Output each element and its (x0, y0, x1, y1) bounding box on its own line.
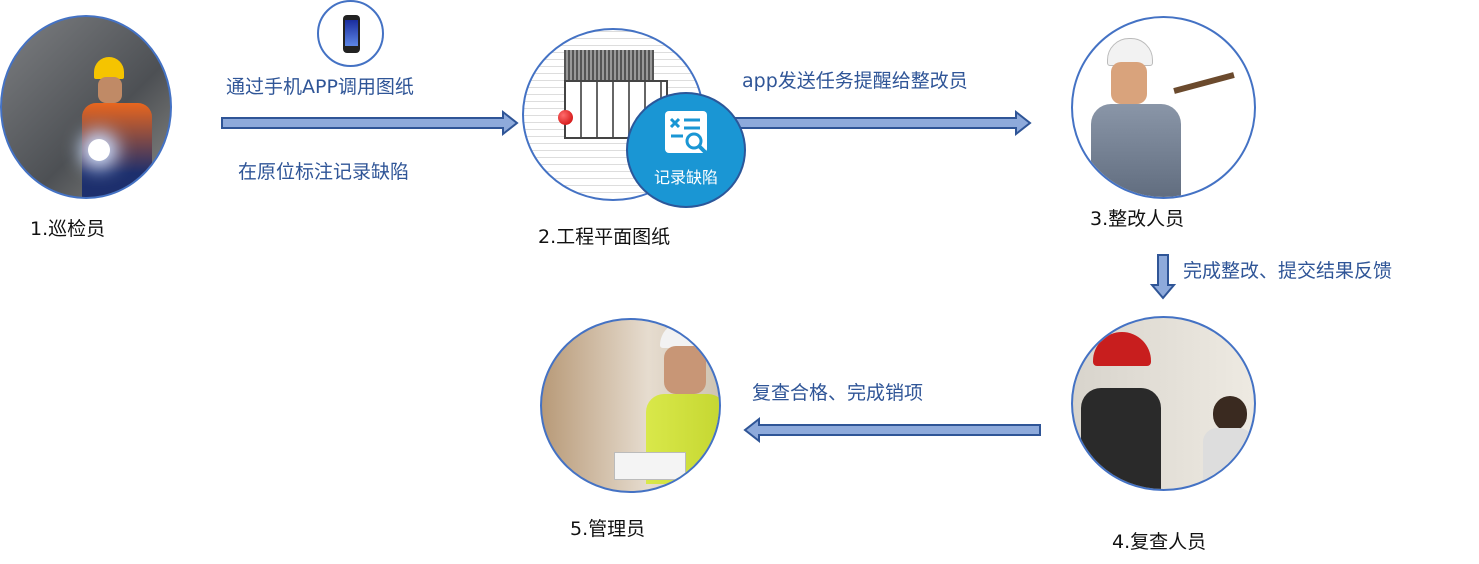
inspector-photo (0, 15, 172, 199)
note-close-item: 复查合格、完成销项 (752, 382, 924, 404)
note-send-task: app发送任务提醒给整改员 (742, 70, 968, 92)
phone-circle (317, 0, 384, 67)
arrow-4-to-5 (743, 416, 1041, 444)
arrow-3-to-4 (1149, 254, 1177, 300)
manager-photo (540, 318, 721, 493)
step-1-label: 1.巡检员 (30, 218, 106, 240)
record-defect-badge: 记录缺陷 (626, 92, 746, 208)
rectifier-photo (1071, 16, 1256, 199)
defect-search-icon (665, 111, 708, 155)
step-4-label: 4.复查人员 (1112, 531, 1207, 553)
smartphone-icon (343, 15, 360, 53)
note-phone-app: 通过手机APP调用图纸 (226, 76, 414, 98)
note-mark-defect: 在原位标注记录缺陷 (238, 161, 410, 183)
arrow-2-to-3 (734, 109, 1032, 137)
record-defect-label: 记录缺陷 (653, 168, 718, 187)
step-2-label: 2.工程平面图纸 (538, 226, 671, 248)
note-submit-feedback: 完成整改、提交结果反馈 (1183, 260, 1393, 282)
defect-marker (558, 110, 573, 125)
reviewer-photo (1071, 316, 1256, 491)
arrow-1-to-2 (221, 109, 519, 137)
step-5-label: 5.管理员 (570, 518, 646, 540)
step-3-label: 3.整改人员 (1090, 208, 1185, 230)
